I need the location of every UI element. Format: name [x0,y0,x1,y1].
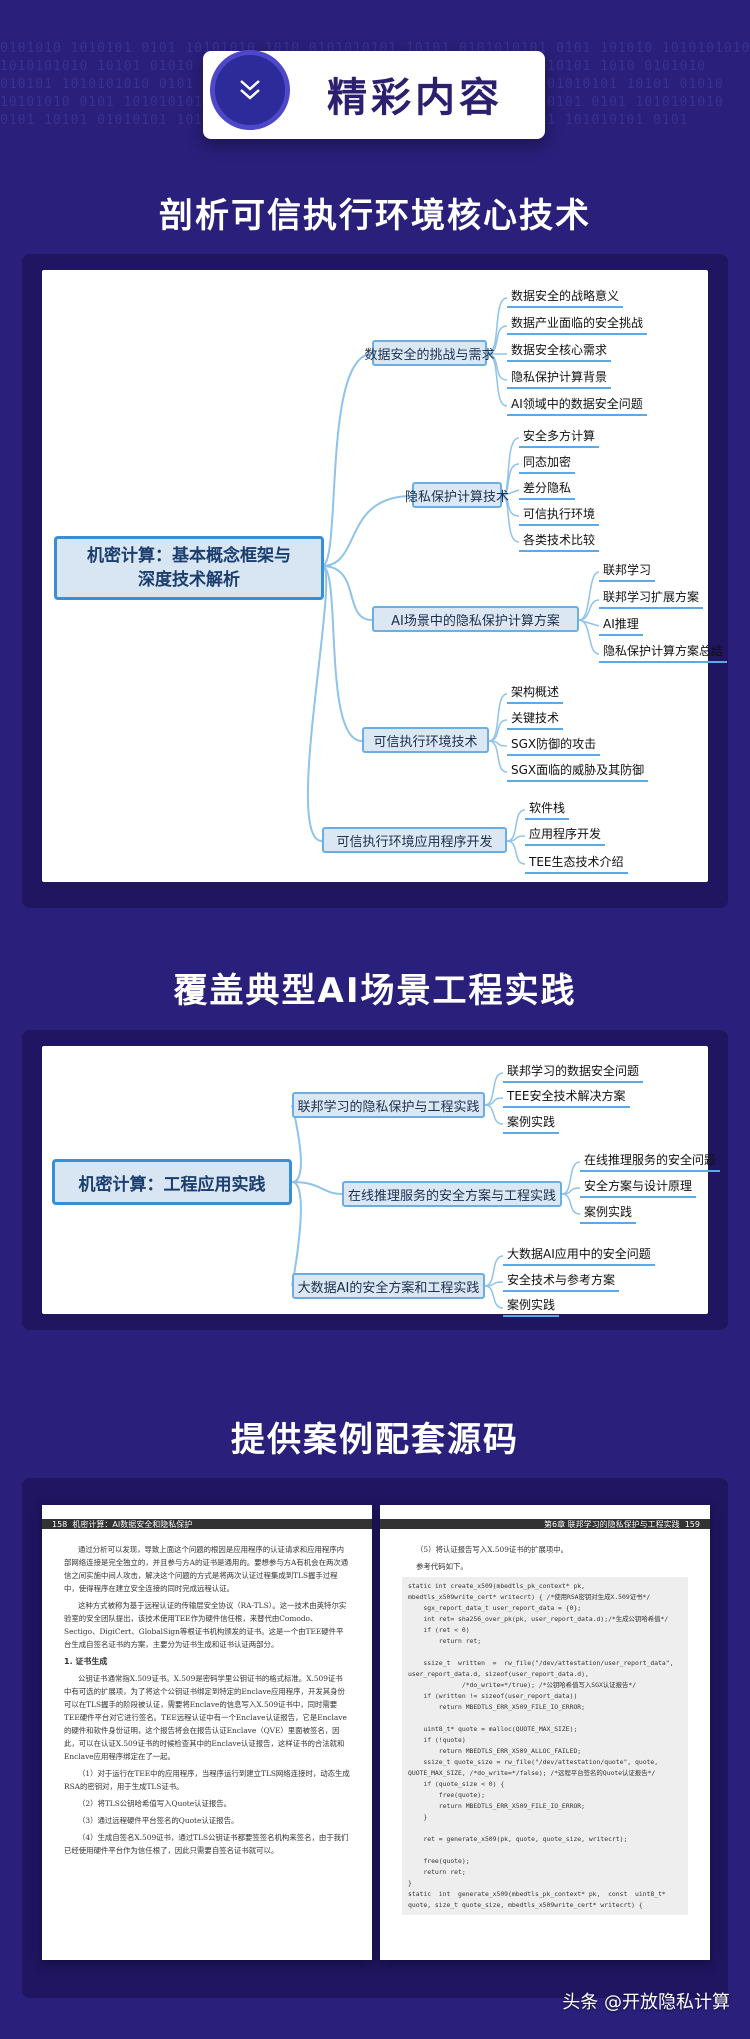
leaf: 安全技术与参考方案 [503,1271,620,1292]
leaf: 同态加密 [519,453,576,474]
leaf: 应用程序开发 [525,825,606,846]
branch-tee-tech: 可信执行环境技术 [362,727,489,753]
leaf: 大数据AI应用中的安全问题 [503,1245,655,1266]
branch-online-inference: 在线推理服务的安全方案与工程实践 [342,1181,562,1207]
section-title-ai: 覆盖典型AI场景工程实践 [173,971,577,1011]
leaf: 关键技术 [507,709,564,730]
paragraph: （1）对于运行在TEE中的应用程序，当程序运行到建立TLS网络连接时，动态生成R… [64,1769,350,1791]
page-number: 158 [52,1519,68,1529]
header-title: 精彩内容 [327,75,503,121]
page-number: 159 [684,1519,700,1529]
root-line-2: 深度技术解析 [138,570,240,590]
mindmap-connectors-2 [291,1072,581,1309]
running-header: 机密计算：AI数据安全和隐私保护 [72,1519,193,1529]
paragraph: （5）将认证报告写入X.509证书的扩展项中。 [416,1545,569,1554]
paragraph: （4）生成自签名X.509证书，通过TLS公钥证书都要签签名机构来签名，由于我们… [64,1833,349,1855]
book-page-right: 第6章 联邦学习的隐私保护与工程实践 159 （5）将认证报告写入X.509证书… [380,1505,710,1960]
branch-data-security: 数据安全的挑战与需求 [365,340,495,366]
leaf: 在线推理服务的安全问题 [580,1151,721,1172]
branch-federated-learning: 联邦学习的隐私保护与工程实践 [292,1092,485,1118]
section-title-source-code: 提供案例配套源码 [231,1420,519,1460]
book-page-left: 158 机密计算：AI数据安全和隐私保护 通过分析可以发现，导致上面这个问题的根… [42,1505,372,1960]
branch-tee-app-dev: 可信执行环境应用程序开发 [322,827,507,853]
mindmap-root-1: 机密计算：基本概念框架与深度技术解析 [54,536,324,600]
leaf: 各类技术比较 [519,531,600,552]
leaf: 数据安全的战略意义 [507,287,624,308]
leaf: TEE安全技术解决方案 [503,1087,630,1108]
leaf: 案例实践 [503,1296,560,1317]
paragraph: 参考代码如下。 [416,1562,468,1571]
paragraph: （2）将TLS公钥哈希值写入Quote认证报告。 [78,1799,232,1808]
branch-privacy-computing: 隐私保护计算技术 [405,482,509,508]
leaf: 联邦学习的数据安全问题 [503,1062,644,1083]
leaf: 联邦学习扩展方案 [599,588,704,609]
book-header-left: 158 机密计算：AI数据安全和隐私保护 [42,1519,372,1529]
leaf: 案例实践 [503,1113,560,1134]
leaf: 隐私保护计算背景 [507,368,612,389]
header-badge [210,50,290,130]
leaf: 软件栈 [525,799,570,820]
paragraph: 通过分析可以发现，导致上面这个问题的根因是应用程序的认证请求和应用程序内部网络连… [64,1545,349,1593]
leaf: 联邦学习 [599,561,656,582]
leaf: TEE生态技术介绍 [525,853,628,874]
paragraph: （3）通过远程硬件平台签名的Quote认证报告。 [78,1816,239,1825]
leaf: 安全方案与设计原理 [580,1177,697,1198]
leaf: 安全多方计算 [519,427,600,448]
subheading: 1. 证书生成 [64,1657,108,1666]
watermark: 头条 @开放隐私计算 [562,1992,730,2013]
leaf: SGX防御的攻击 [507,735,601,756]
leaf: 可信执行环境 [519,505,600,526]
mindmap-card-1: 机密计算：基本概念框架与深度技术解析 数据安全的挑战与需求 数据安全的战略意义 … [42,270,728,882]
paragraph: 这种方式被称为基于远程认证的传输层安全协议（RA-TLS）。这一技术由英特尔实验… [64,1601,347,1649]
leaf: SGX面临的威胁及其防御 [507,761,649,782]
branch-bigdata-ai: 大数据AI的安全方案和工程实践 [292,1273,485,1299]
mindmap-card-2: 机密计算：工程应用实践 联邦学习的隐私保护与工程实践 联邦学习的数据安全问题 T… [42,1046,721,1317]
chevron-down-icon [240,80,260,100]
code-block: static int create_x509(mbedtls_pk_contex… [402,1577,688,1915]
book-body-left: 通过分析可以发现，导致上面这个问题的根因是应用程序的认证请求和应用程序内部网络连… [42,1529,372,1875]
leaf: 案例实践 [580,1203,637,1224]
leaf: 架构概述 [507,683,564,704]
leaf: AI推理 [599,615,643,636]
mindmap-connectors-1 [306,297,600,865]
root-line-1: 机密计算：基本概念框架与 [87,546,291,566]
leaf: AI领域中的数据安全问题 [507,395,647,416]
leaf: 差分隐私 [519,479,576,500]
book-body-right: （5）将认证报告写入X.509证书的扩展项中。 参考代码如下。 static i… [380,1529,710,1933]
section-title-tee: 剖析可信执行环境核心技术 [159,196,591,236]
paragraph: 公钥证书通常指X.509证书。X.509是密码学里公钥证书的格式标准。X.509… [64,1674,347,1761]
branch-ai-privacy: AI场景中的隐私保护计算方案 [372,606,579,632]
running-header: 第6章 联邦学习的隐私保护与工程实践 [543,1519,680,1529]
leaf: 数据安全核心需求 [507,341,612,362]
book-header-right: 第6章 联邦学习的隐私保护与工程实践 159 [380,1519,710,1529]
leaf: 隐私保护计算方案总结 [599,642,728,663]
leaf: 数据产业面临的安全挑战 [507,314,648,335]
mindmap-root-2: 机密计算：工程应用实践 [52,1159,292,1205]
